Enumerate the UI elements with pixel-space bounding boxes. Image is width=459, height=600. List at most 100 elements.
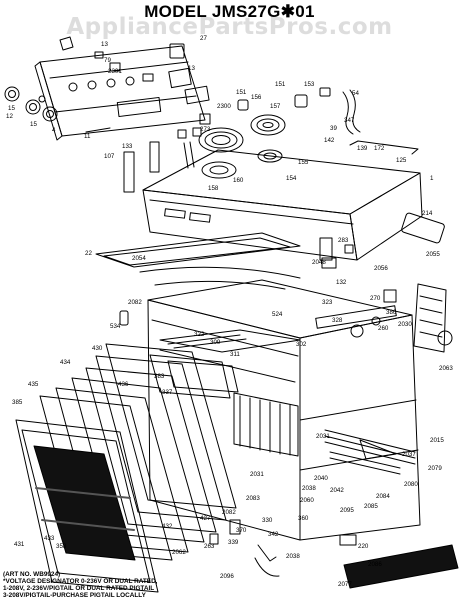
callout-label: 12: [6, 113, 13, 120]
callout-label: 160: [233, 177, 244, 184]
callout-label: 2038: [302, 485, 316, 492]
callout-label: 2084: [376, 493, 390, 500]
callout-label: 524: [272, 311, 283, 318]
callout-label: 39: [330, 125, 337, 132]
callout-label: 342: [268, 531, 279, 538]
callout-label: 302: [296, 341, 307, 348]
callout-labels: 13 79 2301 27 13 273 2300 151 156 151 15…: [6, 35, 453, 588]
callout-label: 1: [430, 175, 434, 182]
callout-label: 107: [104, 153, 115, 160]
callout-label: 434: [60, 359, 71, 366]
callout-label: 155: [298, 159, 309, 166]
callout-label: 309: [210, 339, 221, 346]
surface-elements: [198, 87, 361, 179]
side-components: [319, 212, 453, 346]
callout-label: 2031: [316, 433, 330, 440]
callout-label: 2095: [340, 507, 354, 514]
callout-label: 2085: [364, 503, 378, 510]
callout-label: 11: [84, 133, 91, 140]
model-title: MODEL JMS27G✱01: [144, 2, 315, 21]
callout-label: 2062: [172, 549, 186, 556]
callout-label: 430: [92, 345, 103, 352]
callout-label: 2082: [222, 509, 236, 516]
callout-label: 431: [14, 541, 25, 548]
callout-label: 2060: [300, 497, 314, 504]
callout-label: 270: [370, 295, 381, 302]
cooktop: [142, 140, 423, 261]
callout-label: 2083: [246, 495, 260, 502]
callout-label: 13: [188, 65, 195, 72]
control-panel: [34, 36, 206, 141]
callout-label: 220: [358, 543, 369, 550]
callout-label: 153: [304, 81, 315, 88]
callout-label: 427: [200, 515, 211, 522]
oven-interior: [159, 329, 416, 475]
callout-label: 2300: [217, 103, 231, 110]
callout-label: 432: [162, 523, 173, 530]
callout-label: 385: [12, 399, 23, 406]
callout-label: 125: [396, 157, 407, 164]
callout-label: 139: [357, 145, 368, 152]
panel-end-caps: [123, 141, 160, 193]
callout-label: 214: [422, 210, 433, 217]
callout-label: 386: [386, 309, 397, 316]
callout-label: 347: [344, 117, 355, 124]
callout-label: 156: [251, 94, 262, 101]
callout-label: 328: [332, 317, 343, 324]
callout-label: 283: [338, 237, 349, 244]
callout-label: 263: [204, 543, 215, 550]
callout-label: 322: [194, 331, 205, 338]
callout-label: 311: [230, 351, 240, 358]
callout-label: 2077: [338, 581, 352, 588]
callout-label: 2030: [398, 321, 412, 328]
callout-label: 133: [122, 143, 133, 150]
clock-timer-parts: [94, 43, 211, 169]
callout-label: 15: [30, 121, 37, 128]
callout-label: 323: [322, 299, 333, 306]
callout-label: 79: [104, 57, 111, 64]
callout-label: 360: [298, 515, 309, 522]
callout-label: 2096: [220, 573, 234, 580]
voltage-note-line: *VOLTAGE DESIGNATOR 0-236V OR DUAL RATED…: [3, 578, 158, 585]
callout-label: 2037: [402, 451, 416, 458]
callout-label: 330: [262, 517, 273, 524]
callout-label: 2056: [374, 265, 388, 272]
callout-label: 273: [200, 126, 211, 133]
callout-label: 358: [56, 543, 67, 550]
hinges-and-bottom: [119, 310, 459, 589]
callout-label: 436: [118, 381, 129, 388]
callout-label: 172: [374, 145, 385, 152]
voltage-note-line: 3-208V/PIGTAIL-PURCHASE PIGTAIL LOCALLY: [3, 592, 146, 599]
top-frame: [95, 232, 301, 290]
callout-label: 2063: [439, 365, 453, 372]
callout-label: 2079: [428, 465, 442, 472]
callout-label: 22: [85, 250, 92, 257]
callout-label: 339: [228, 539, 239, 546]
callout-label: 151: [275, 81, 286, 88]
callout-label: 27: [200, 35, 207, 42]
callout-label: 15: [8, 105, 15, 112]
callout-label: 2054: [132, 255, 146, 262]
control-knobs: [4, 86, 111, 133]
callout-label: 2301: [108, 68, 122, 75]
callout-label: 2040: [314, 475, 328, 482]
callout-label: 2031: [250, 471, 264, 478]
callout-label: 132: [336, 279, 347, 286]
callout-label: 2038: [286, 553, 300, 560]
callout-label: 2080: [404, 481, 418, 488]
callout-label: 2086: [368, 561, 382, 568]
callout-label: 13: [101, 41, 108, 48]
callout-label: 151: [236, 89, 247, 96]
callout-label: 383: [154, 373, 165, 380]
callout-label: 2082: [128, 299, 142, 306]
callout-label: 4: [52, 127, 56, 134]
callout-label: 260: [378, 325, 389, 332]
callout-label: 2048: [312, 259, 326, 266]
callout-label: 2042: [330, 487, 344, 494]
callout-label: 2015: [430, 437, 444, 444]
voltage-note-line: 1-208V, 2-236V/PIGTAIL OR DUAL RATED PIG…: [3, 585, 155, 592]
callout-label: 2055: [426, 251, 440, 258]
callout-label: 370: [236, 527, 247, 534]
